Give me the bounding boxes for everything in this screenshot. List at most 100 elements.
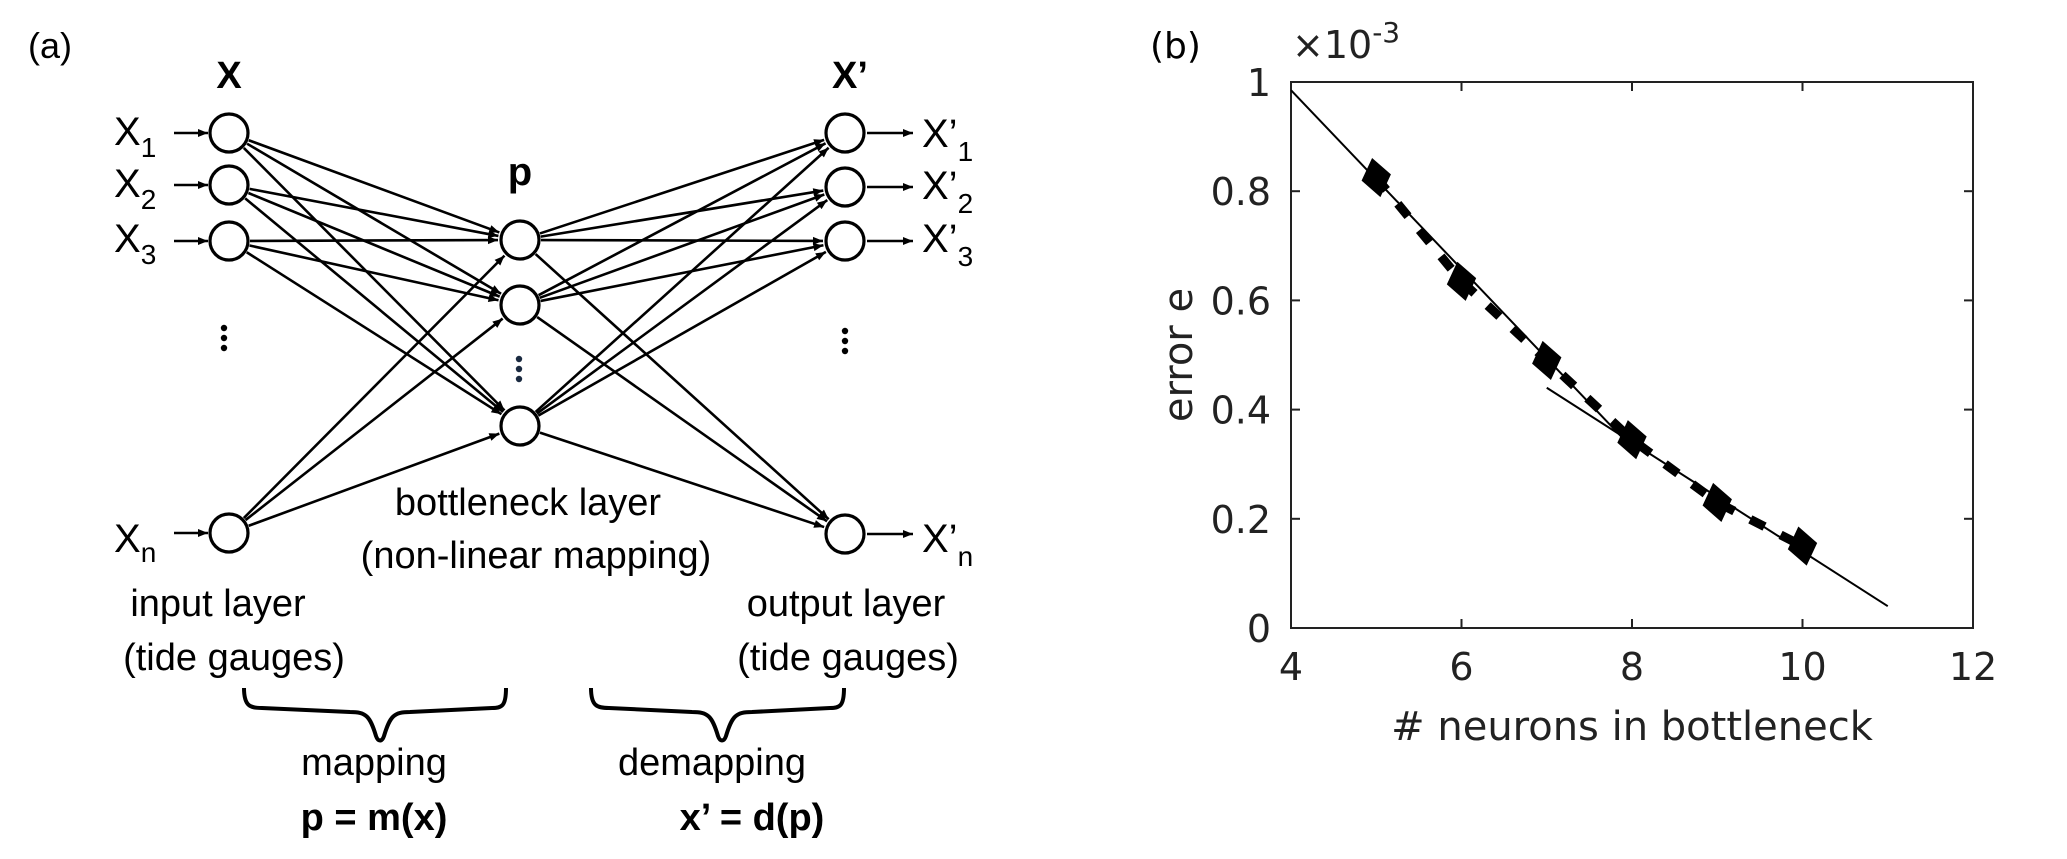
input-label-2: X2	[114, 162, 156, 215]
y-multiplier: ×10-3	[1292, 16, 1400, 67]
input-node-2	[208, 164, 250, 206]
bottleneck-node-3	[499, 405, 541, 447]
error-chart: 4 6 8 10 12 0 0.2 0.4 0.6 0.8 1 ×10-3 # neurons i…	[1156, 16, 1997, 750]
edge-input-1-to-bottleneck-3	[242, 146, 506, 412]
input-label-3: X3	[114, 217, 156, 270]
input-layer-label-line2: (tide gauges)	[123, 637, 345, 679]
output-label-3: X’3	[922, 217, 973, 272]
mapping-formula: p = m(x)	[301, 797, 448, 839]
bottleneck-label-line2: (non-linear mapping)	[361, 535, 712, 577]
x-tick-label: 12	[1949, 645, 1997, 689]
edge-input-3-to-bottleneck-3	[246, 251, 503, 416]
output-node-1	[824, 112, 866, 154]
edge-bottleneck-3-to-output-1	[534, 146, 830, 413]
svg-text:X’1: X’1	[922, 112, 973, 167]
edge-input-1-to-bottleneck-2	[246, 142, 502, 295]
svg-text:X’2: X’2	[922, 164, 973, 219]
output-label-2: X’2	[922, 164, 973, 219]
x-tick-label: 10	[1778, 645, 1826, 689]
output-label-n: X’n	[922, 517, 973, 572]
output-ellipsis-icon	[841, 327, 849, 355]
edge-bottleneck-1-to-output-4	[534, 253, 830, 521]
y-axis-label: error e	[1156, 288, 1202, 422]
panel-a-label: (a)	[28, 25, 72, 66]
y-tick-label: 0.2	[1211, 498, 1271, 542]
input-layer-label-line1: input layer	[130, 583, 306, 625]
data-point-diamond	[1617, 420, 1647, 460]
series-layer	[1290, 89, 1889, 608]
edge-input-2-to-bottleneck-3	[244, 197, 504, 413]
svg-text:X1: X1	[114, 110, 156, 163]
edge-bottleneck-2-to-output-2	[539, 193, 825, 300]
bottleneck-label-line1: bottleneck layer	[395, 482, 661, 524]
svg-text:X’3: X’3	[922, 217, 973, 272]
edge-input-4-to-bottleneck-1	[242, 254, 506, 520]
svg-text:X2: X2	[114, 162, 156, 215]
edge-bottleneck-1-to-output-1	[539, 138, 825, 235]
x-axis-ticks: 4 6 8 10 12	[1279, 82, 1997, 689]
output-layer-title: X’	[832, 55, 868, 97]
edge-bottleneck-1-to-output-3	[540, 236, 824, 245]
x-tick-label: 6	[1449, 645, 1473, 689]
data-point-diamond	[1446, 261, 1477, 301]
edge-bottleneck-1-to-output-2	[540, 188, 824, 238]
edge-bottleneck-3-to-output-4	[539, 431, 825, 529]
input-node-3	[208, 220, 250, 262]
y-tick-label: 0.8	[1211, 170, 1271, 214]
y-axis-ticks: 0 0.2 0.4 0.6 0.8 1	[1211, 61, 1973, 651]
edge-bottleneck-2-to-output-4	[536, 316, 828, 523]
connections	[174, 129, 913, 538]
nodes	[208, 112, 866, 555]
demapping-formula: x’ = d(p)	[680, 797, 825, 839]
bottleneck-ellipsis-icon	[515, 355, 523, 383]
edge-bottleneck-3-to-output-2	[536, 198, 829, 415]
edge-input-1-to-bottleneck-1	[248, 139, 500, 234]
panel-b-label: (b)	[1150, 26, 1201, 67]
input-label-n: Xn	[114, 517, 156, 568]
svg-text:X’n: X’n	[922, 517, 973, 572]
output-label-1: X’1	[922, 112, 973, 167]
input-layer-title: X	[216, 55, 242, 97]
mapping-label: mapping	[301, 742, 447, 784]
edge-bottleneck-3-to-output-3	[537, 250, 827, 417]
x-tick-label: 8	[1620, 645, 1644, 689]
input-node-1	[208, 112, 250, 154]
mapping-brace-icon	[242, 687, 508, 743]
edge-input-2-to-bottleneck-1	[249, 187, 499, 238]
edge-input-3-to-bottleneck-2	[249, 244, 499, 303]
y-tick-label: 0	[1247, 607, 1271, 651]
output-node-3	[824, 220, 866, 262]
output-node-2	[824, 166, 866, 208]
demapping-label: demapping	[618, 742, 806, 784]
output-node-4	[824, 513, 866, 555]
edge-input-3-to-bottleneck-1	[249, 236, 499, 245]
y-tick-label: 1	[1247, 61, 1271, 105]
input-node-4	[208, 512, 250, 554]
input-label-1: X1	[114, 110, 156, 163]
edge-bottleneck-2-to-output-1	[537, 142, 827, 297]
demapping-brace-icon	[589, 687, 846, 743]
bottleneck-node-1	[499, 219, 541, 261]
x-tick-label: 4	[1279, 645, 1303, 689]
edge-input-4-to-bottleneck-3	[248, 432, 500, 527]
bottleneck-layer-title: p	[508, 150, 532, 194]
data-point-diamond	[1532, 340, 1562, 381]
svg-text:X3: X3	[114, 217, 156, 270]
edge-bottleneck-2-to-output-3	[540, 243, 824, 303]
plot-area-frame	[1290, 81, 1974, 629]
output-layer-label-line1: output layer	[747, 583, 946, 625]
data-point-diamond	[1361, 157, 1391, 198]
data-point-diamond	[1787, 526, 1818, 566]
input-ellipsis-icon	[220, 324, 228, 352]
output-layer-label-line2: (tide gauges)	[737, 637, 959, 679]
interpolation-dashed-line	[1372, 174, 1805, 551]
edge-input-4-to-bottleneck-2	[244, 317, 504, 522]
data-point-diamond	[1702, 482, 1732, 522]
edge-input-2-to-bottleneck-2	[247, 191, 501, 298]
y-tick-label: 0.6	[1211, 279, 1271, 323]
svg-text:Xn: Xn	[114, 517, 156, 568]
y-tick-label: 0.4	[1211, 389, 1271, 433]
bottleneck-node-2	[499, 284, 541, 326]
x-axis-label: # neurons in bottleneck	[1391, 704, 1874, 750]
